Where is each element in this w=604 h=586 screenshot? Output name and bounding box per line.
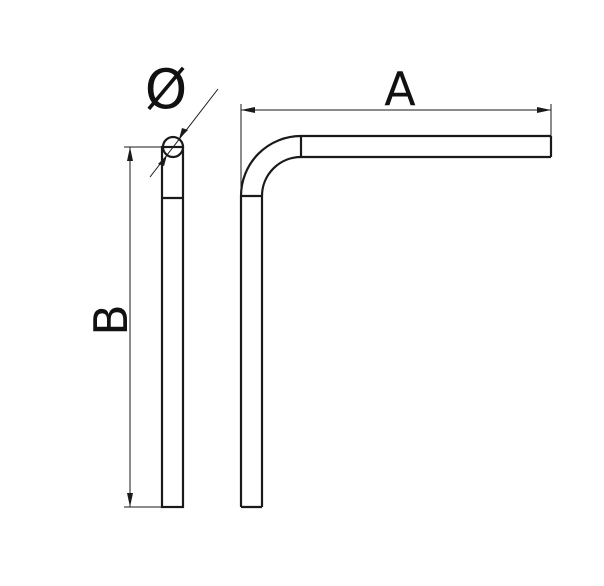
a-label: A — [384, 62, 416, 116]
a-dimension: A — [240, 62, 552, 196]
rod-side-body — [160, 145, 185, 509]
key-inner-outline — [260, 155, 551, 507]
b-dimension: B — [84, 146, 162, 508]
diameter-arrow-lower — [158, 155, 167, 166]
side-view — [160, 135, 185, 509]
key-outer-outline — [239, 134, 551, 507]
b-arrow-top — [127, 147, 133, 161]
diameter-label: Ø — [145, 58, 188, 121]
diameter-dimension: Ø — [145, 58, 219, 178]
a-arrow-right — [537, 107, 551, 113]
front-view — [239, 134, 553, 509]
a-arrow-left — [241, 107, 255, 113]
b-label: B — [84, 304, 138, 336]
b-arrow-bottom — [127, 493, 133, 507]
diameter-arrow-upper — [179, 128, 188, 139]
